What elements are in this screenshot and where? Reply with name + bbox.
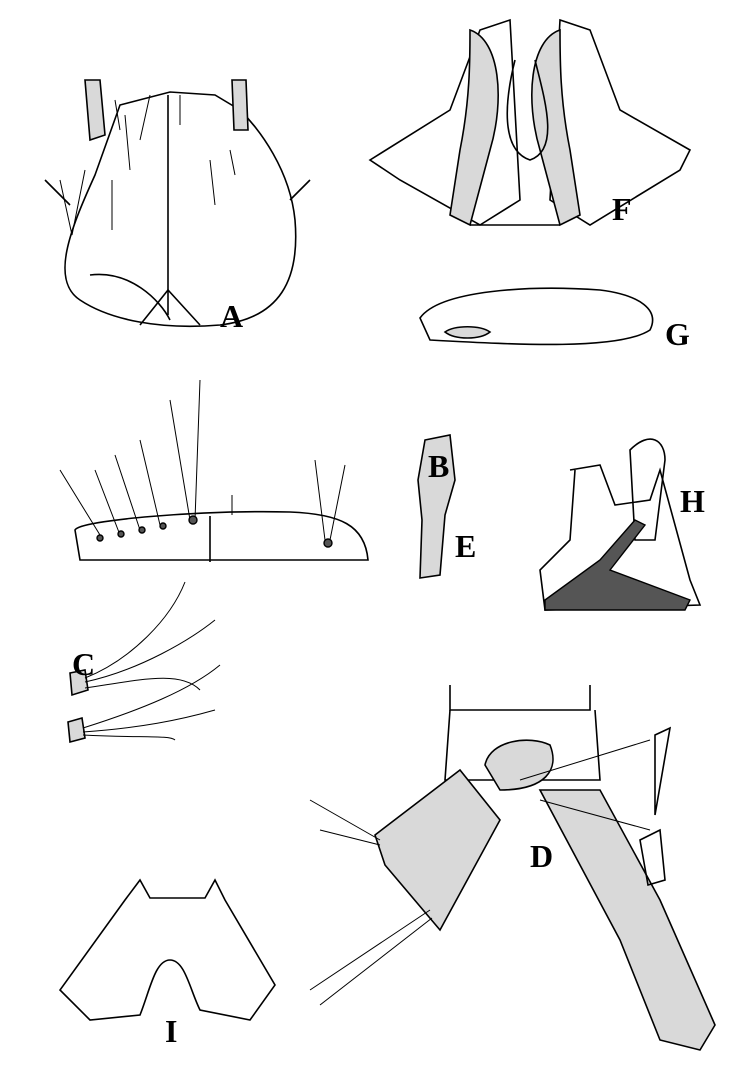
panel-label-g: G: [665, 316, 690, 352]
panel-a-head-capsule: [44, 79, 311, 328]
panel-h-structure: [539, 438, 702, 611]
panel-label-b: B: [428, 448, 450, 484]
panel-d-structure: [309, 685, 716, 1051]
panel-label-i: I: [165, 1013, 178, 1049]
panel-i-structure: [58, 878, 276, 1021]
panel-f-structure: [368, 18, 692, 227]
panel-label-a: A: [220, 298, 244, 334]
panel-label-c: C: [72, 646, 96, 682]
panel-c-setae: [67, 581, 221, 744]
panel-label-h: H: [680, 483, 705, 519]
panel-b-segment: [59, 379, 369, 562]
panel-label-d: D: [530, 838, 554, 874]
panel-label-e: E: [455, 528, 477, 564]
panel-g-structure: [419, 287, 654, 346]
panel-label-f: F: [612, 191, 632, 227]
panel-e-structure: [417, 434, 456, 579]
